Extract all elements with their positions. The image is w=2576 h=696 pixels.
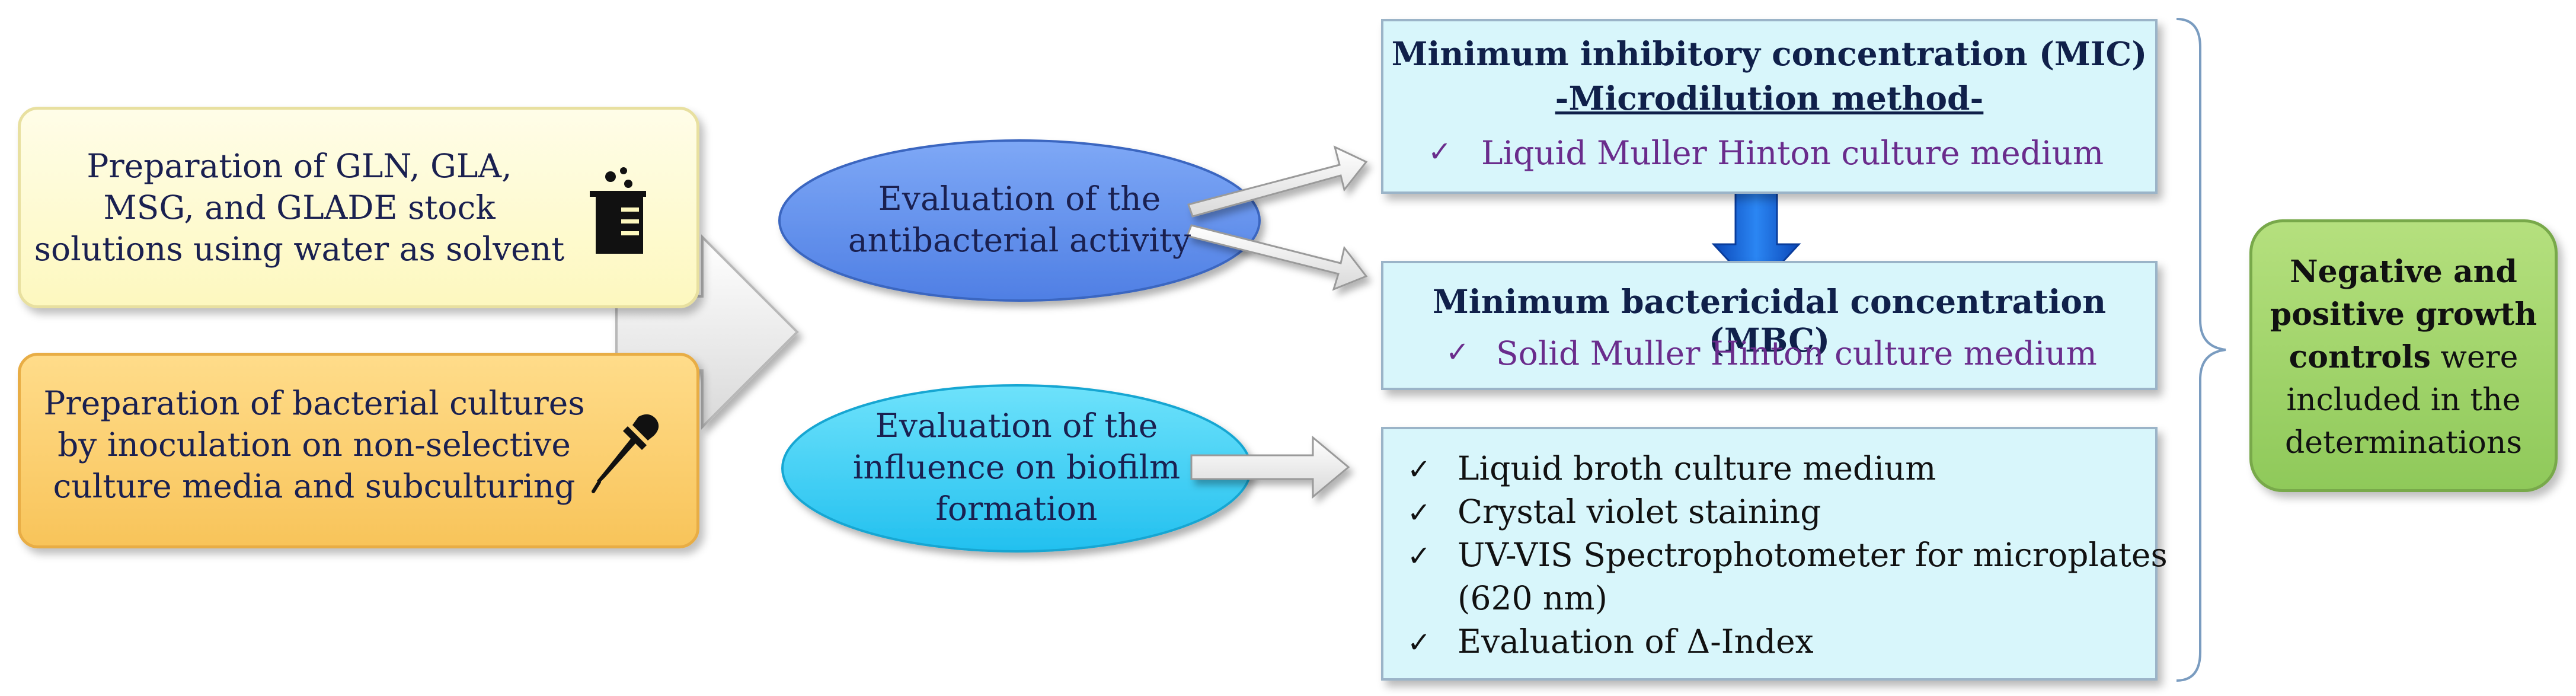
biofilm-line-1: Evaluation of the [875,407,1158,445]
biofilm-item-text: UV-VIS Spectrophotometer for microplates [1458,536,2168,574]
biofilm-item-text: (620 nm) [1458,579,1607,617]
controls-box: Negative and positive growth controls we… [2249,219,2558,492]
arrow-to-biofilm-panel [1190,435,1350,499]
biofilm-label: Evaluation of the influence on biofilm f… [803,405,1230,529]
controls-bold-3: controls [2289,339,2431,375]
stock-line-2: MSG, and GLADE stock [103,189,496,226]
controls-line-4: included in the [2286,382,2521,418]
biofilm-methods-panel: ✓ Liquid broth culture medium ✓ Crystal … [1381,427,2168,681]
antibacterial-ellipse [778,139,1261,302]
arrow-to-mic [1187,145,1368,218]
controls-line-2: positive growth [2252,293,2555,336]
controls-bold-2: positive growth [2270,296,2537,333]
controls-text: Negative and positive growth controls we… [2252,251,2555,464]
controls-line-1: Negative and [2252,251,2555,293]
right-brace [2176,18,2226,682]
beaker-icon [590,167,646,254]
mic-item: Liquid Muller Hinton culture medium [1481,134,2104,172]
mic-title: Minimum inhibitory concentration (MIC) [1391,34,2147,73]
check-icon: ✓ [1407,496,1431,529]
controls-line-5: determinations [2284,425,2523,461]
mbc-panel: Minimum bactericidal concentration (MBC)… [1381,261,2158,390]
culture-line-1: Preparation of bacterial cultures [43,384,585,422]
stock-solutions-text: Preparation of GLN, GLA, MSG, and GLADE … [33,145,566,270]
mbc-check-icon: ✓ [1446,336,1470,369]
arrow-to-mbc [1185,224,1368,291]
mic-check-icon: ✓ [1428,135,1452,168]
mbc-item: Solid Muller Hinton culture medium [1496,334,2097,372]
biofilm-item-text: Liquid broth culture medium [1458,449,1936,487]
culture-line-2: by inoculation on non-selective [57,426,571,464]
antibacterial-label: Evaluation of the antibacterial activity [806,178,1233,261]
mic-panel: Minimum inhibitory concentration (MIC) -… [1381,19,2158,194]
biofilm-item-text: Crystal violet staining [1458,493,1821,531]
mic-method: -Microdilution method- [1555,79,1984,117]
controls-line-3: controls were [2252,336,2555,379]
biofilm-line-2: influence on biofilm [852,448,1181,486]
antibacterial-line-2: antibacterial activity [848,221,1191,259]
bacterial-cultures-box: Preparation of bacterial cultures by ino… [18,353,699,548]
antibacterial-line-1: Evaluation of the [878,180,1161,218]
bacterial-cultures-text: Preparation of bacterial cultures by ino… [33,382,596,507]
stock-solutions-box: Preparation of GLN, GLA, MSG, and GLADE … [18,107,699,308]
controls-bold-1: Negative and [2290,254,2517,290]
culture-line-3: culture media and subculturing [53,467,576,505]
stock-line-3: solutions using water as solvent [34,230,565,268]
biofilm-item-text: Evaluation of Δ-Index [1458,622,1814,660]
check-icon: ✓ [1407,453,1431,486]
check-icon: ✓ [1407,626,1431,659]
mbc-title: Minimum bactericidal concentration (MBC) [1432,282,2107,359]
controls-rest-1: were [2430,340,2519,375]
biofilm-line-3: formation [935,490,1098,528]
check-icon: ✓ [1407,539,1431,573]
dropper-icon [592,414,659,493]
stock-line-1: Preparation of GLN, GLA, [87,147,512,185]
